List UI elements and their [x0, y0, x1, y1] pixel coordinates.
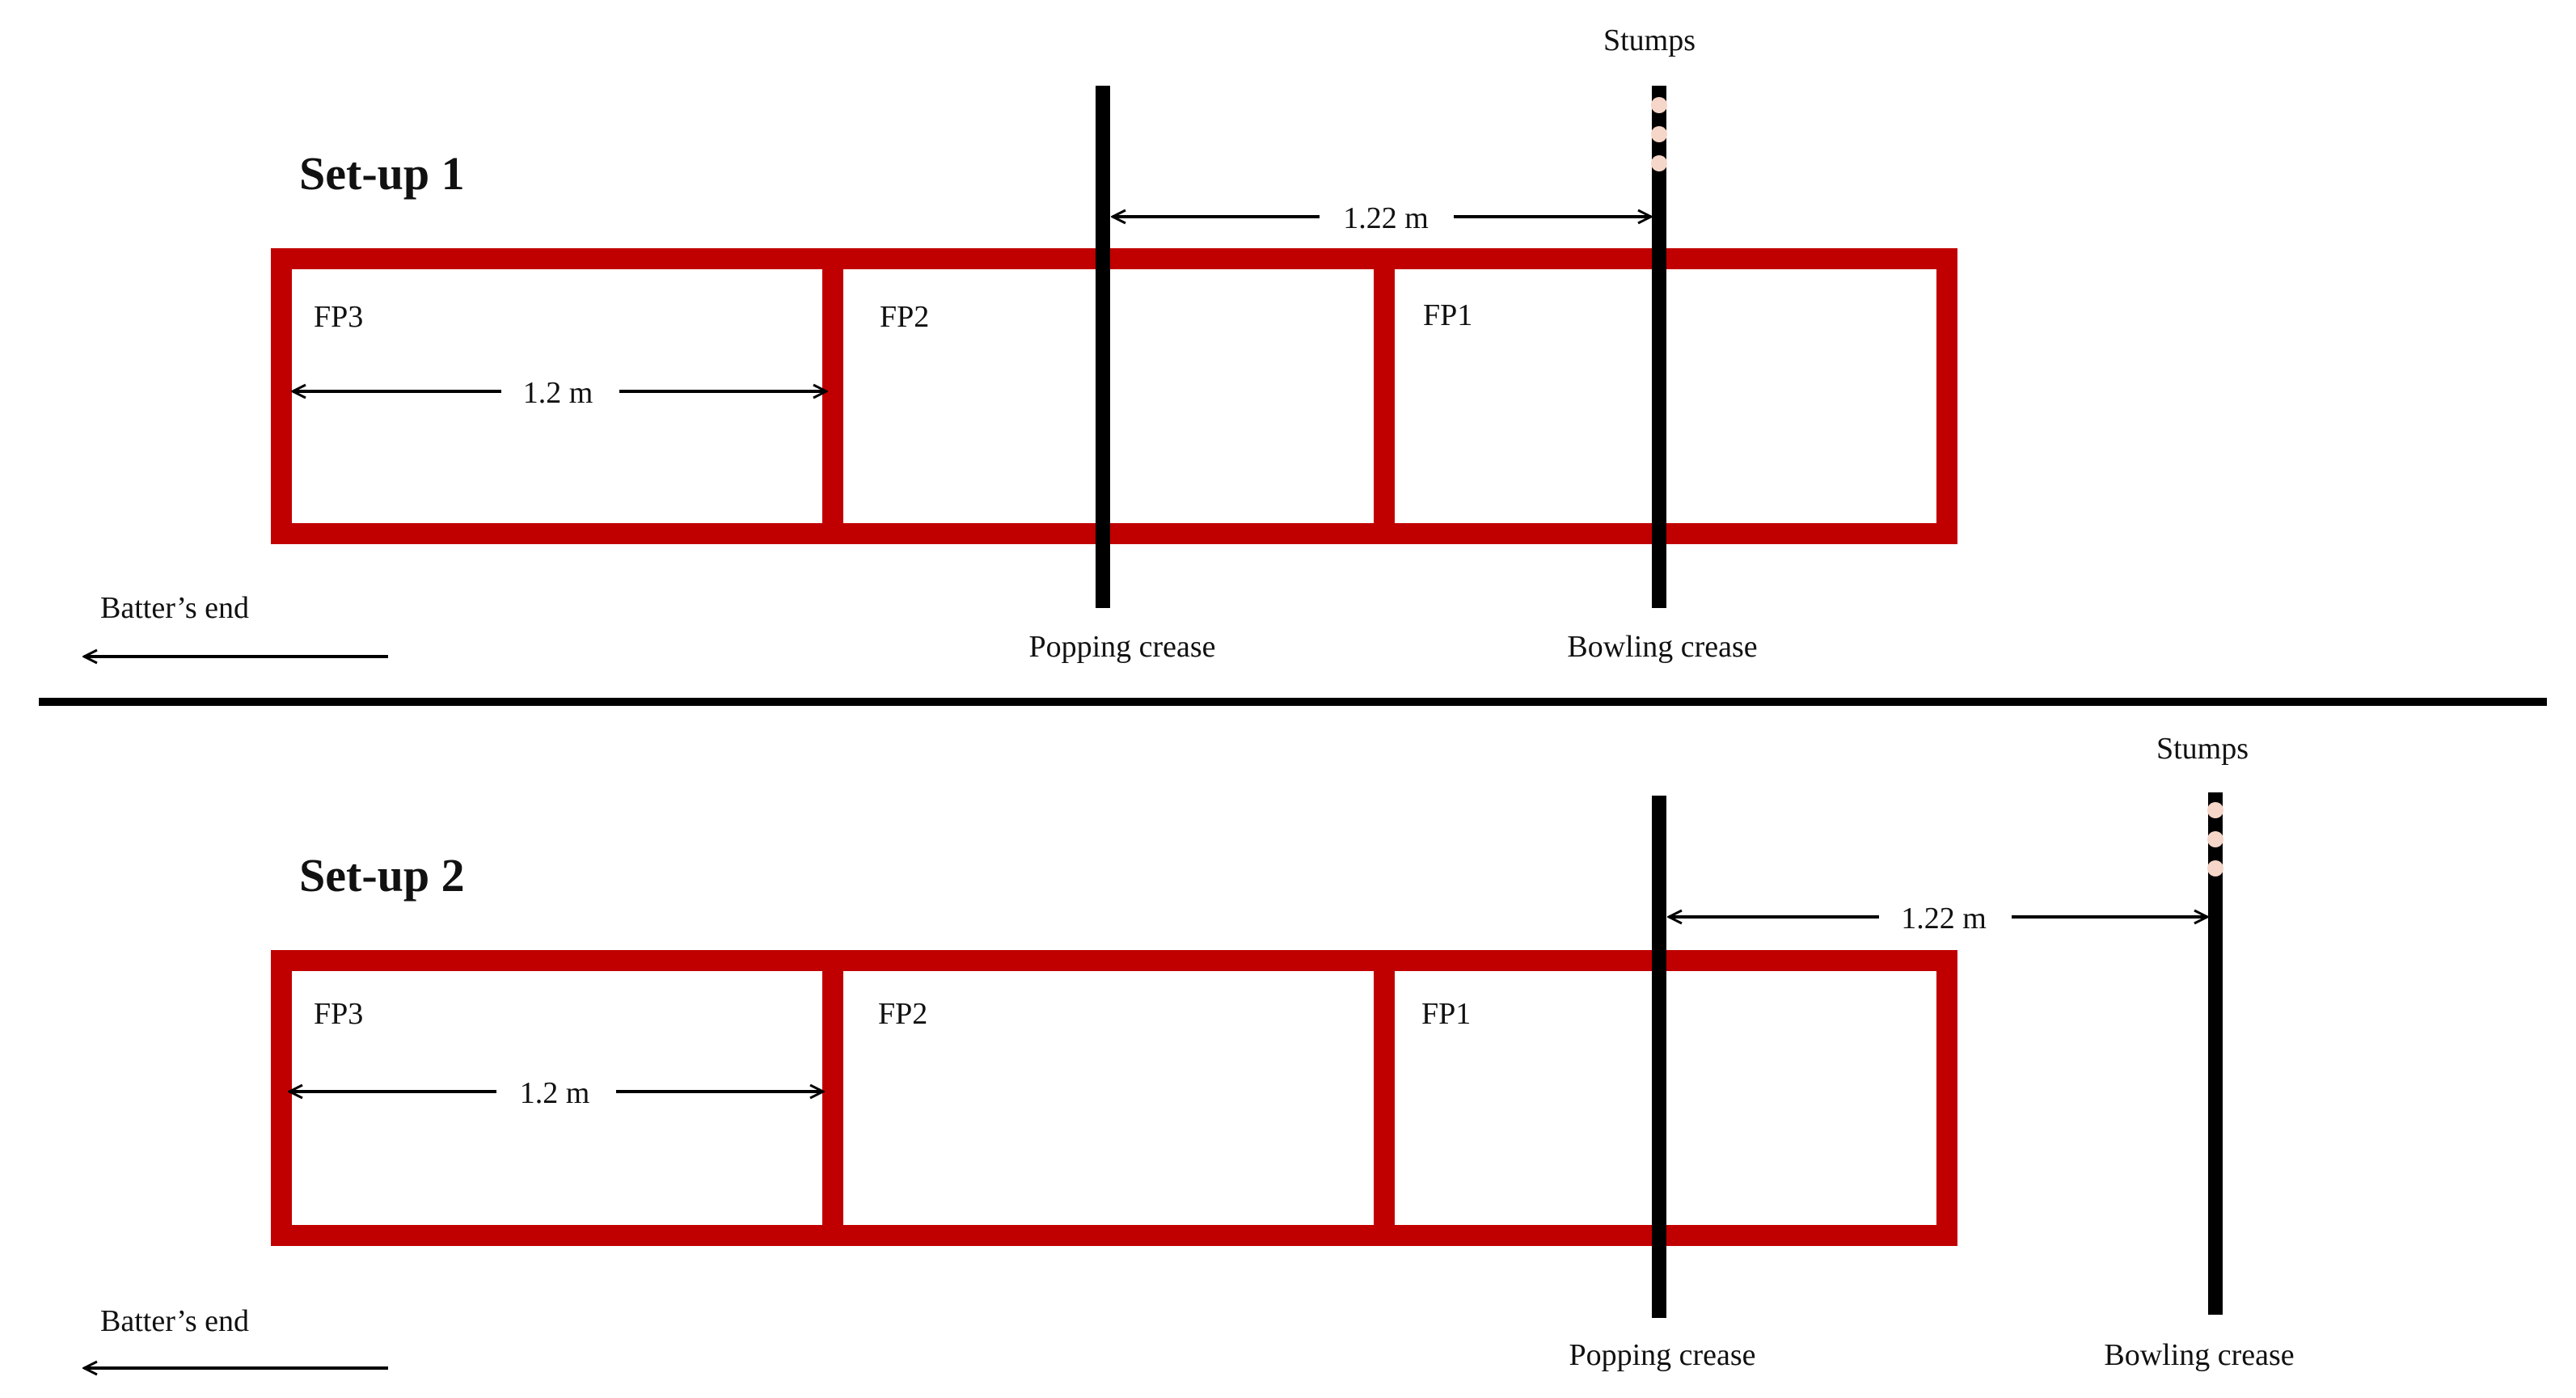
- setup2-plate-fp2-label: FP2: [878, 997, 927, 1031]
- setup2-crease-gap-dimension: 1.22 m: [1669, 902, 2207, 936]
- setup2-batters-end-label: Batter’s end: [100, 1304, 249, 1338]
- setup2-popping-crease-label: Popping crease: [1569, 1338, 1755, 1372]
- setup1-panel: Set-up 1 FP3 FP2 FP1 1.2 m Stumps: [84, 23, 1957, 664]
- setup2-bowling-crease-label: Bowling crease: [2104, 1338, 2294, 1372]
- setup2-plate-fp3-label: FP3: [314, 997, 363, 1031]
- setup2-title: Set-up 2: [299, 849, 465, 902]
- setup1-popping-crease-label: Popping crease: [1028, 630, 1215, 664]
- setup2-plate-fp1-label: FP1: [1421, 997, 1471, 1031]
- setup1-plate-length-label: 1.2 m: [523, 376, 593, 410]
- setup1-crease-gap-label: 1.22 m: [1343, 201, 1429, 235]
- setup1-plate-fp3-label: FP3: [314, 300, 363, 334]
- setup1-stumps-icon: [1651, 97, 1667, 171]
- setup2-stump-dot: [2207, 860, 2223, 876]
- setup1-title: Set-up 1: [299, 147, 465, 200]
- setup1-stumps-label: Stumps: [1603, 23, 1696, 57]
- setup2-stumps-icon: [2207, 802, 2223, 876]
- setup1-stump-dot: [1651, 155, 1667, 171]
- setup1-plate-frame: [271, 248, 1957, 544]
- setup1-plate-fp2-label: FP2: [880, 300, 929, 334]
- setup1-plate-fp1-label: FP1: [1423, 298, 1472, 332]
- setup2-stump-dot: [2207, 831, 2223, 847]
- setup1-stump-dot: [1651, 97, 1667, 113]
- setup1-plate-length-dimension: 1.2 m: [293, 376, 826, 410]
- setup1-stump-dot: [1651, 126, 1667, 142]
- setup2-force-plates: [271, 950, 1957, 1246]
- setup2-stump-dot: [2207, 802, 2223, 818]
- setup1-crease-gap-dimension: 1.22 m: [1113, 201, 1651, 235]
- setup1-force-plates: [271, 248, 1957, 544]
- setup2-panel: Set-up 2 FP3 FP2 FP1 1.2 m Stumps 1.22 m: [84, 732, 2295, 1372]
- setup2-stumps-label: Stumps: [2156, 732, 2249, 766]
- setup1-bowling-crease-label: Bowling crease: [1567, 630, 1757, 664]
- setup2-plate-frame: [271, 950, 1957, 1246]
- setup2-crease-gap-label: 1.22 m: [1901, 902, 1987, 936]
- setup2-plate-length-dimension: 1.2 m: [289, 1076, 823, 1110]
- setup2-plate-length-label: 1.2 m: [520, 1076, 590, 1110]
- setup1-batters-end-label: Batter’s end: [100, 591, 249, 625]
